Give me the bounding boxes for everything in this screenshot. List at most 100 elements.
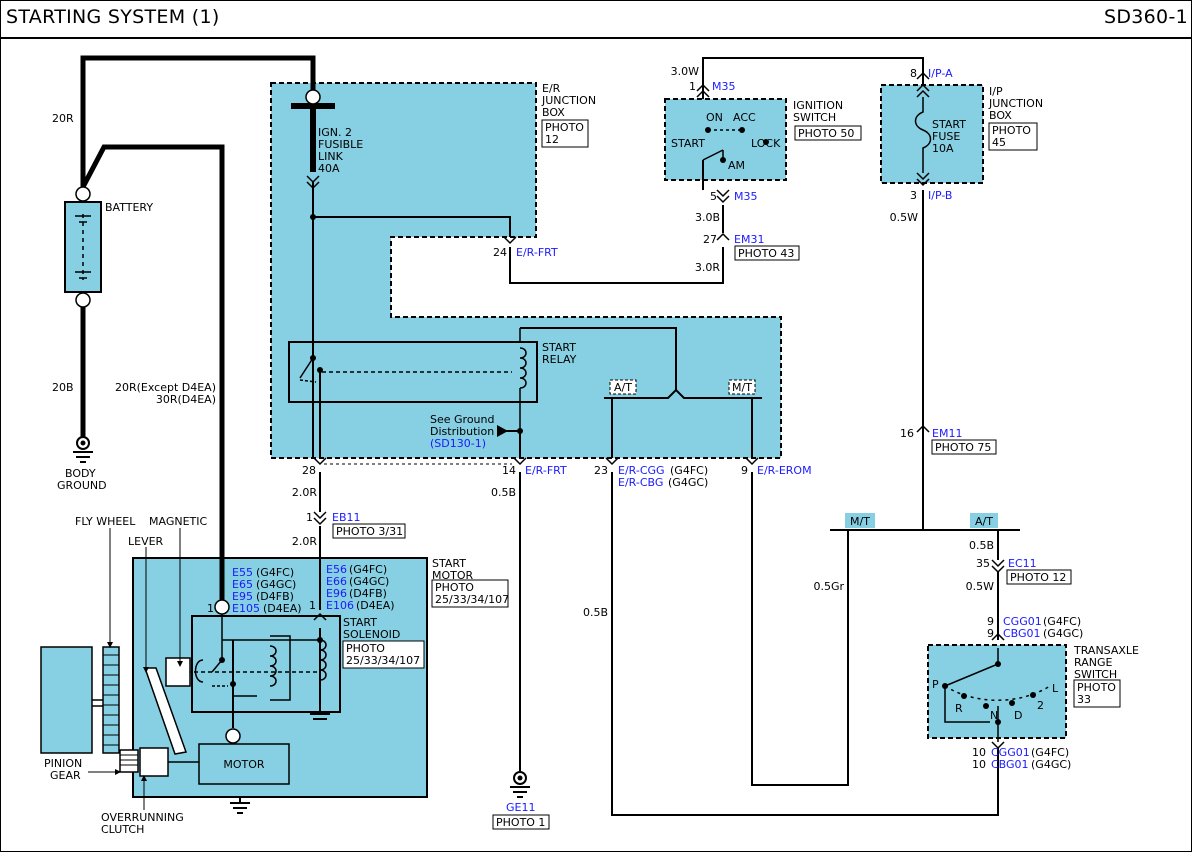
ip-pin-8: 8 (910, 67, 917, 80)
wiring (80, 55, 1020, 816)
photo-boxes (332, 119, 1121, 830)
transaxle-title-3: SWITCH (1074, 668, 1117, 681)
connector-marks (306, 71, 1005, 750)
fusible-label-1: IGN. 2 (318, 126, 352, 139)
conn-er-frt-top: E/R-FRT (516, 246, 558, 259)
conn-e66-note: (G4GC) (349, 575, 389, 588)
ign-pos-lock: LOCK (751, 137, 781, 150)
transaxle-title-2: RANGE (1074, 656, 1112, 669)
battery-label: BATTERY (105, 201, 153, 214)
conn-m35-top: M35 (712, 80, 736, 93)
ip-pin-3: 3 (910, 189, 917, 202)
transaxle-photo-2: 33 (1077, 693, 1091, 706)
conn-er-frt-bottom: E/R-FRT (525, 464, 567, 477)
ip-junction-title-1: I/P (989, 85, 1003, 98)
tr-pin-10a: 10 (972, 746, 986, 759)
wire-3-0w: 3.0W (671, 65, 699, 78)
conn-e65-note: (G4GC) (256, 578, 296, 591)
ign-pin-27: 27 (703, 233, 717, 246)
wire-20r: 20R (52, 112, 74, 125)
ground-ge11: GE11 (506, 801, 535, 814)
transaxle-title-1: TRANSAXLE (1073, 644, 1139, 657)
tr-pos-l: L (1052, 682, 1059, 695)
ignition-title-1: IGNITION (793, 99, 843, 112)
conn-e105: E105 (232, 602, 260, 615)
wire-0-5w-top: 0.5W (890, 211, 918, 224)
pin-9: 9 (741, 464, 748, 477)
pinion-label-1: PINION (44, 757, 82, 770)
ground-note-2: Distribution (430, 425, 494, 438)
conn-e56: E56 (326, 563, 347, 576)
ignition-photo: PHOTO 50 (798, 127, 854, 140)
solenoid-internals (166, 614, 327, 701)
conn-er-cgg-note: (G4FC) (670, 464, 708, 477)
wire-30r: 30R(D4EA) (156, 393, 216, 406)
motor-pin-left: 1 (207, 602, 214, 615)
ign-pos-start: START (671, 137, 705, 150)
tr-pos-d: D (1014, 709, 1022, 722)
ign-pos-am: AM (728, 159, 745, 172)
ip-junction-title-2: JUNCTION (988, 97, 1043, 110)
pin-28: 28 (302, 464, 316, 477)
header-rule (0, 37, 1192, 39)
solenoid-dots (219, 637, 323, 687)
wire-3-0b: 3.0B (695, 211, 720, 224)
conn-cbg01-top-note: (G4GC) (1043, 627, 1083, 640)
fly-wheel-label: FLY WHEEL (75, 515, 136, 528)
conn-er-cbg-note: (G4GC) (668, 476, 708, 489)
ip-junction-box (880, 84, 984, 184)
overrunning-label-1: OVERRUNNING (101, 811, 184, 824)
ground-symbols (73, 436, 530, 814)
ip-junction-title-3: BOX (989, 109, 1012, 122)
conn-cgg01-bottom-note: (G4FC) (1031, 746, 1069, 759)
label-leaders (88, 528, 183, 810)
start-solenoid-box (191, 615, 341, 713)
transaxle-photo-1: PHOTO (1077, 681, 1116, 694)
ign-pin-5: 5 (710, 190, 717, 203)
start-fuse-label-3: 10A (932, 142, 954, 155)
start-motor-photo-2: 25/33/34/107 (435, 593, 509, 606)
photo-em11: PHOTO 75 (935, 441, 991, 454)
ip-junction-photo-2: 45 (992, 136, 1006, 149)
solenoid-photo-2: 25/33/34/107 (346, 654, 420, 667)
start-fuse-symbol (914, 97, 932, 173)
magnetic-plunger (165, 657, 191, 687)
tr-pin-9b: 9 (987, 627, 994, 640)
conn-e55: E55 (232, 566, 253, 579)
conn-e105-note: (D4EA) (263, 602, 302, 615)
ignition-dots (705, 127, 769, 163)
conn-e55-note: (G4FC) (256, 566, 294, 579)
start-fuse-label-1: START (932, 118, 966, 131)
conn-e95-note: (D4FB) (256, 590, 294, 603)
wire-20r-except: 20R(Except D4EA) (115, 381, 216, 394)
tr-pos-r: R (955, 702, 963, 715)
relay-at-tag: A/T (614, 381, 632, 394)
start-fuse-label-2: FUSE (932, 130, 960, 143)
diagram-title: STARTING SYSTEM (1) (6, 6, 220, 28)
conn-ec11: EC11 (1008, 557, 1037, 570)
wire-2-0r-b: 2.0R (292, 535, 317, 548)
ground-note-ref[interactable]: (SD130-1) (430, 437, 486, 450)
conn-e106-note: (D4EA) (356, 599, 395, 612)
photo-ge11: PHOTO 1 (496, 816, 545, 829)
conn-e66: E66 (326, 575, 347, 588)
wire-2-0r-a: 2.0R (292, 486, 317, 499)
start-motor-title-1: START (432, 557, 466, 570)
start-relay-label-1: START (542, 341, 576, 354)
wire-3-0r: 3.0R (695, 261, 720, 274)
lever-label: LEVER (128, 535, 164, 548)
conn-ip-b: I/P-B (928, 189, 952, 202)
conn-em11: EM11 (932, 427, 962, 440)
solenoid-label-1: START (343, 616, 377, 629)
body-ground-label-1: BODY (65, 467, 96, 480)
conn-cbg01-bottom: CBG01 (991, 758, 1029, 771)
wire-0-5b-c: 0.5B (969, 539, 994, 552)
conn-e96-note: (D4FB) (349, 587, 387, 600)
at-tag-box (970, 513, 998, 528)
flywheel-block (40, 646, 93, 754)
tr-pos-2: 2 (1037, 699, 1044, 712)
ign-pin-1: 1 (689, 80, 696, 93)
conn-e96: E96 (326, 587, 347, 600)
conn-er-erom: E/R-EROM (757, 464, 812, 477)
conn-e106: E106 (326, 599, 354, 612)
